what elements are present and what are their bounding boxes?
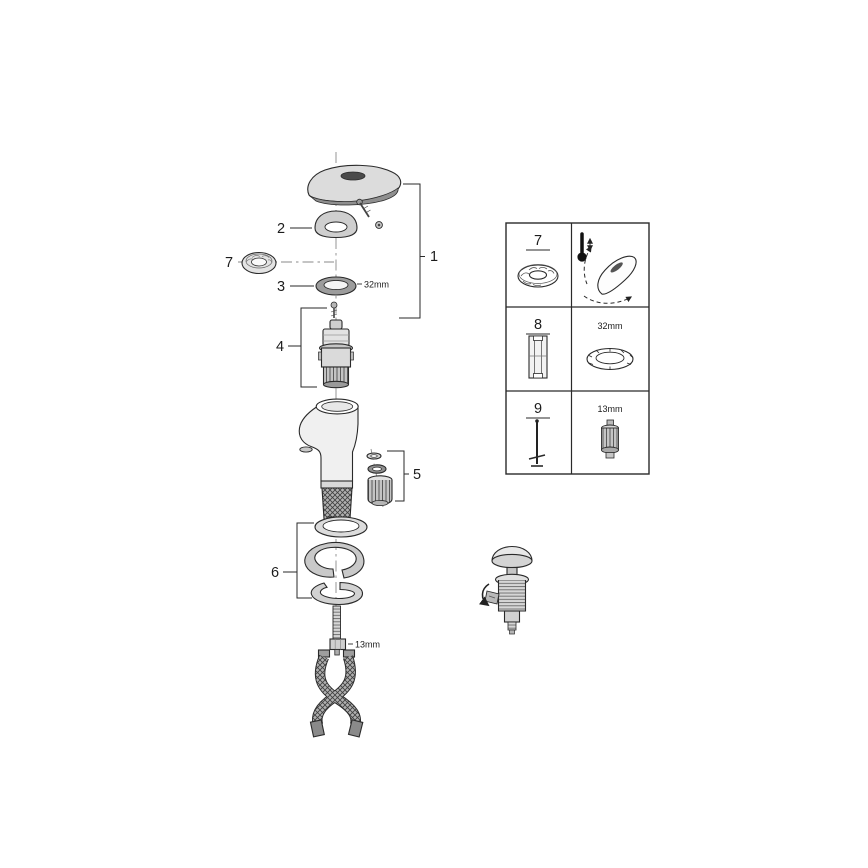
bracket-4 [300,307,327,388]
legend-rod-tool-icon [528,419,546,467]
cartridge [318,319,354,389]
mounting-bracket [304,541,365,579]
aerator-parts [366,452,393,506]
center-axis [238,152,384,652]
lever-handle [307,164,402,206]
dim-32-label: 32mm [364,280,389,290]
bracket-5 [387,450,405,502]
legend-num-8: 8 [534,317,542,333]
cartridge-screw [330,301,338,318]
bracket-6 [296,522,314,599]
legend-adapter-icon [601,419,619,459]
callout-5: 5 [413,467,421,483]
horseshoe-washer [310,581,364,606]
callout-7: 7 [225,255,233,271]
handle-screw [356,198,383,229]
legend-dim-13: 13mm [597,404,622,414]
legend-num-7: 7 [534,233,542,249]
supply-hoses [309,649,364,738]
callout-2: 2 [277,221,285,237]
faucet-body [298,398,359,525]
legend-dim-32: 32mm [597,321,622,331]
legend-cap-icon [517,264,559,288]
bracket-1 [399,183,421,319]
ring-32mm [315,276,357,296]
legend-install-illustration [577,232,637,304]
callout-4: 4 [276,339,284,355]
dome-collar [314,210,358,239]
cap-part [241,251,277,275]
threaded-stud [329,605,347,656]
legend-table: 7 8 [505,222,650,475]
popup-drain [478,545,533,635]
legend-ring-icon [586,347,634,371]
legend-socket-tool-icon [528,335,548,379]
legend-num-9: 9 [534,401,542,417]
dim-13-label: 13mm [355,640,380,650]
callout-1: 1 [430,249,438,265]
callout-3: 3 [277,279,285,295]
base-gasket [314,516,368,538]
callout-6: 6 [271,565,279,581]
